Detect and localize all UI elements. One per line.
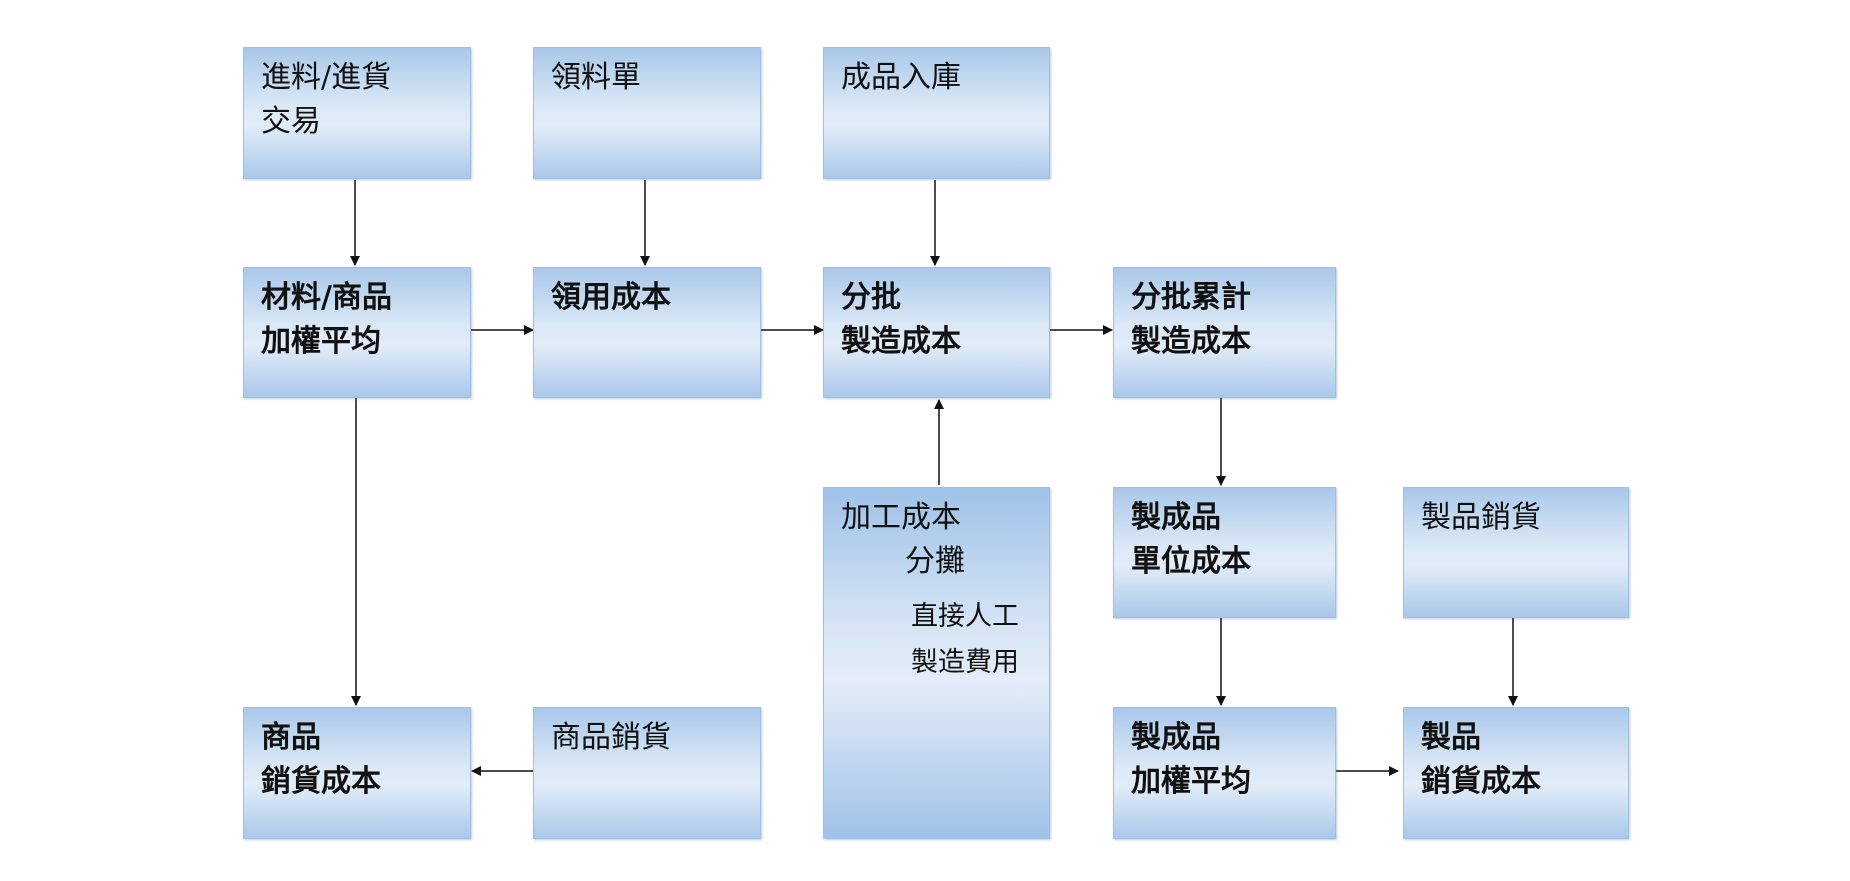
product-cost-of-sales-box: 製品 銷貨成本 [1403, 707, 1629, 839]
box-label-line1: 成品入庫 [841, 60, 961, 95]
direct-labor-label: 直接人工 [911, 601, 1019, 632]
box-label-line1: 領料單 [551, 60, 641, 95]
box-label-line2: 單位成本 [1131, 544, 1251, 579]
purchase-transaction-box: 進料/進貨 交易 [243, 47, 471, 179]
issue-cost-box: 領用成本 [533, 267, 761, 398]
finished-goods-unit-cost-box: 製成品 單位成本 [1113, 487, 1336, 618]
finished-stock-in-box: 成品入庫 [823, 47, 1050, 179]
box-label-line1: 製成品 [1131, 500, 1221, 535]
box-label-line1: 分批 [841, 280, 901, 315]
box-label-line1: 材料/商品 [261, 280, 392, 315]
box-label-line2: 製造成本 [1131, 324, 1251, 359]
box-label-line1: 製品 [1421, 720, 1481, 755]
box-label-line1: 製成品 [1131, 720, 1221, 755]
goods-sales-box: 商品銷貨 [533, 707, 761, 839]
product-sales-box: 製品銷貨 [1403, 487, 1629, 618]
box-label-line1: 領用成本 [551, 280, 671, 315]
goods-cost-of-sales-box: 商品 銷貨成本 [243, 707, 471, 839]
box-label-line1: 分批累計 [1131, 280, 1251, 315]
box-label-line2: 銷貨成本 [1421, 764, 1541, 799]
box-label-line2: 銷貨成本 [261, 764, 381, 799]
box-label-line2: 加權平均 [1131, 764, 1251, 799]
box-label-line1: 商品銷貨 [551, 720, 671, 755]
box-label-line2: 製造成本 [841, 324, 961, 359]
box-label-line1: 進料/進貨 [261, 60, 392, 95]
finished-goods-weighted-average-box: 製成品 加權平均 [1113, 707, 1336, 839]
batch-manufacturing-cost-box: 分批 製造成本 [823, 267, 1050, 398]
requisition-form-box: 領料單 [533, 47, 761, 179]
box-label-line1: 商品 [261, 720, 321, 755]
box-label-line2: 分攤 [905, 544, 965, 579]
box-label-line2: 交易 [261, 104, 321, 139]
batch-cumulative-cost-box: 分批累計 製造成本 [1113, 267, 1336, 398]
box-spacer [841, 584, 1049, 594]
material-weighted-average-box: 材料/商品 加權平均 [243, 267, 471, 398]
processing-cost-allocation-box: 加工成本 分攤 直接人工 製造費用 [823, 487, 1050, 839]
manufacturing-overhead-label: 製造費用 [911, 647, 1019, 678]
box-label-line2: 加權平均 [261, 324, 381, 359]
box-label-line1: 加工成本 [841, 500, 961, 535]
box-label-line1: 製品銷貨 [1421, 500, 1541, 535]
